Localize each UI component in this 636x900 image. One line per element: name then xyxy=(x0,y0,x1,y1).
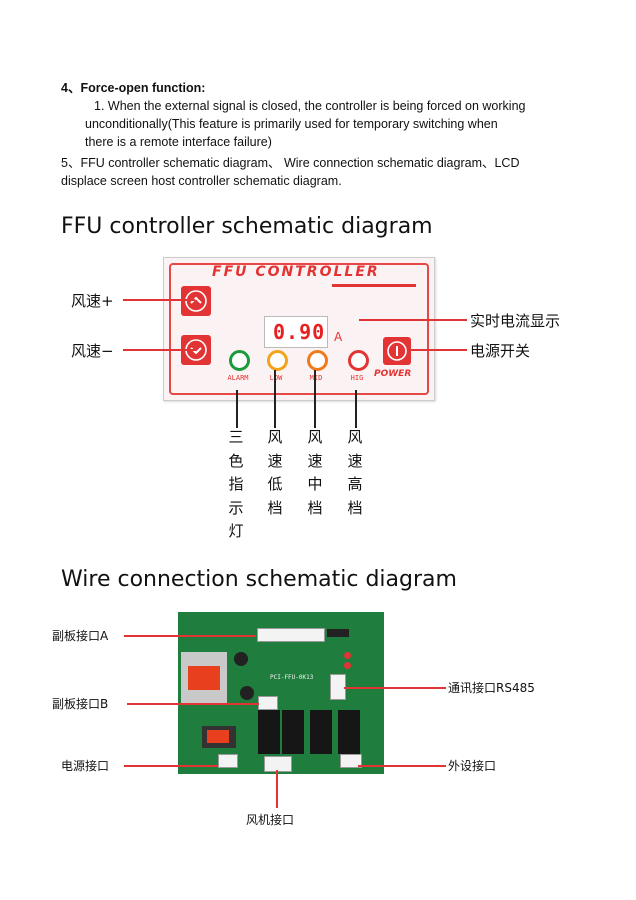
power-port-callout-line xyxy=(124,765,218,767)
sub-board-connector-b xyxy=(258,696,278,710)
wire-diagram-heading: Wire connection schematic diagram xyxy=(61,567,457,592)
tricolor-indicator-label: 三 色 指 示 灯 xyxy=(227,426,245,544)
power-connector xyxy=(218,754,238,768)
label-char: 档 xyxy=(307,498,323,517)
sub-b-callout-line xyxy=(127,703,259,705)
speed-up-callout: 风速+ xyxy=(71,292,114,310)
indicator-line-tricolor xyxy=(236,390,238,428)
high-speed-led xyxy=(348,350,369,371)
fuse-holder xyxy=(202,726,236,748)
power-switch-callout: 电源开关 xyxy=(470,342,531,360)
ffu-diagram-heading: FFU controller schematic diagram xyxy=(61,214,433,239)
high-speed-label: 风 速 高 档 xyxy=(346,426,364,520)
fuse xyxy=(207,730,229,743)
mid-speed-label: 风 速 中 档 xyxy=(306,426,324,520)
current-display-callout-line xyxy=(359,319,467,321)
ext-port-callout-line xyxy=(358,765,446,767)
indicator-line-low xyxy=(274,370,276,428)
fan-connector xyxy=(264,756,292,772)
low-speed-led-label: LOW xyxy=(269,374,283,382)
comm-port-callout-line xyxy=(344,687,446,689)
power-switch-callout-line xyxy=(407,349,467,351)
label-char: 色 xyxy=(228,451,244,470)
section-4-item-1-line-1: 1. When the external signal is closed, t… xyxy=(94,99,526,113)
section-5-line-2: displace screen host controller schemati… xyxy=(61,174,342,188)
indicator-line-high xyxy=(355,390,357,428)
speed-up-callout-line xyxy=(123,299,195,301)
controller-pcb: PCI-FFU-0K13 xyxy=(178,612,384,774)
transformer xyxy=(181,652,227,704)
capacitor xyxy=(234,652,248,666)
label-char: 风 xyxy=(307,428,323,446)
relay xyxy=(282,710,304,754)
section-4-title: 4、Force-open function: xyxy=(61,81,206,95)
alarm-led xyxy=(229,350,250,371)
power-label: POWER xyxy=(374,369,412,379)
sub-a-callout-line xyxy=(124,635,256,637)
relay xyxy=(338,710,360,754)
label-char: 速 xyxy=(347,451,363,470)
panel-border xyxy=(169,263,429,395)
transformer-coil xyxy=(188,666,220,690)
mid-speed-led-label: MID xyxy=(309,374,323,382)
label-char: 档 xyxy=(267,498,283,517)
label-char: 低 xyxy=(267,475,283,493)
panel-title: FFU CONTROLLER xyxy=(212,264,380,280)
status-led xyxy=(344,652,351,659)
current-display-callout: 实时电流显示 xyxy=(470,312,561,330)
label-char: 高 xyxy=(347,475,363,493)
label-char: 三 xyxy=(228,428,244,446)
label-char: 速 xyxy=(267,451,283,470)
speed-down-callout: 风速− xyxy=(71,342,114,360)
comm-port-callout: 通讯接口RS485 xyxy=(448,681,535,695)
label-char: 灯 xyxy=(228,522,244,540)
mid-speed-led xyxy=(307,350,328,371)
label-char: 中 xyxy=(307,475,323,493)
ffu-controller-panel: FFU CONTROLLER 0.90 A ALARM LOW MID HIG … xyxy=(163,257,435,401)
speed-down-callout-line xyxy=(123,349,195,351)
status-led xyxy=(344,662,351,669)
section-4-item-1-line-3: there is a remote interface failure) xyxy=(85,135,272,149)
power-button[interactable] xyxy=(383,337,411,365)
label-char: 速 xyxy=(307,451,323,470)
peripheral-connector xyxy=(340,754,362,768)
peripheral-port-callout: 外设接口 xyxy=(448,759,497,773)
section-4-item-1-line-2: unconditionally(This feature is primaril… xyxy=(85,117,498,131)
panel-subtitle-bar xyxy=(332,284,416,287)
speed-up-button[interactable] xyxy=(181,286,211,316)
fan-port-callout-line xyxy=(276,770,278,808)
sub-board-b-callout: 副板接口B xyxy=(52,697,109,711)
chevron-up-icon xyxy=(185,290,207,312)
sub-board-a-callout: 副板接口A xyxy=(52,629,109,643)
label-char: 指 xyxy=(228,475,244,493)
capacitor xyxy=(240,686,254,700)
sub-board-connector-a xyxy=(257,628,325,642)
alarm-led-label: ALARM xyxy=(227,374,249,382)
indicator-line-mid xyxy=(314,370,316,428)
current-unit: A xyxy=(334,330,343,344)
current-value: 0.90 xyxy=(273,320,326,344)
label-char: 风 xyxy=(347,428,363,446)
low-speed-label: 风 速 低 档 xyxy=(266,426,284,520)
power-icon xyxy=(387,341,407,361)
label-char: 档 xyxy=(347,498,363,517)
pcb-label: PCI-FFU-0K13 xyxy=(270,674,314,681)
relay xyxy=(258,710,280,754)
label-char: 示 xyxy=(228,498,244,517)
fan-port-callout: 风机接口 xyxy=(246,813,295,827)
header-pins xyxy=(327,629,349,637)
relay xyxy=(310,710,332,754)
high-speed-led-label: HIG xyxy=(350,374,364,382)
low-speed-led xyxy=(267,350,288,371)
current-display: 0.90 xyxy=(264,316,328,348)
power-port-callout: 电源接口 xyxy=(61,759,110,773)
section-5-line-1: 5、FFU controller schematic diagram、 Wire… xyxy=(61,156,520,170)
label-char: 风 xyxy=(267,428,283,446)
